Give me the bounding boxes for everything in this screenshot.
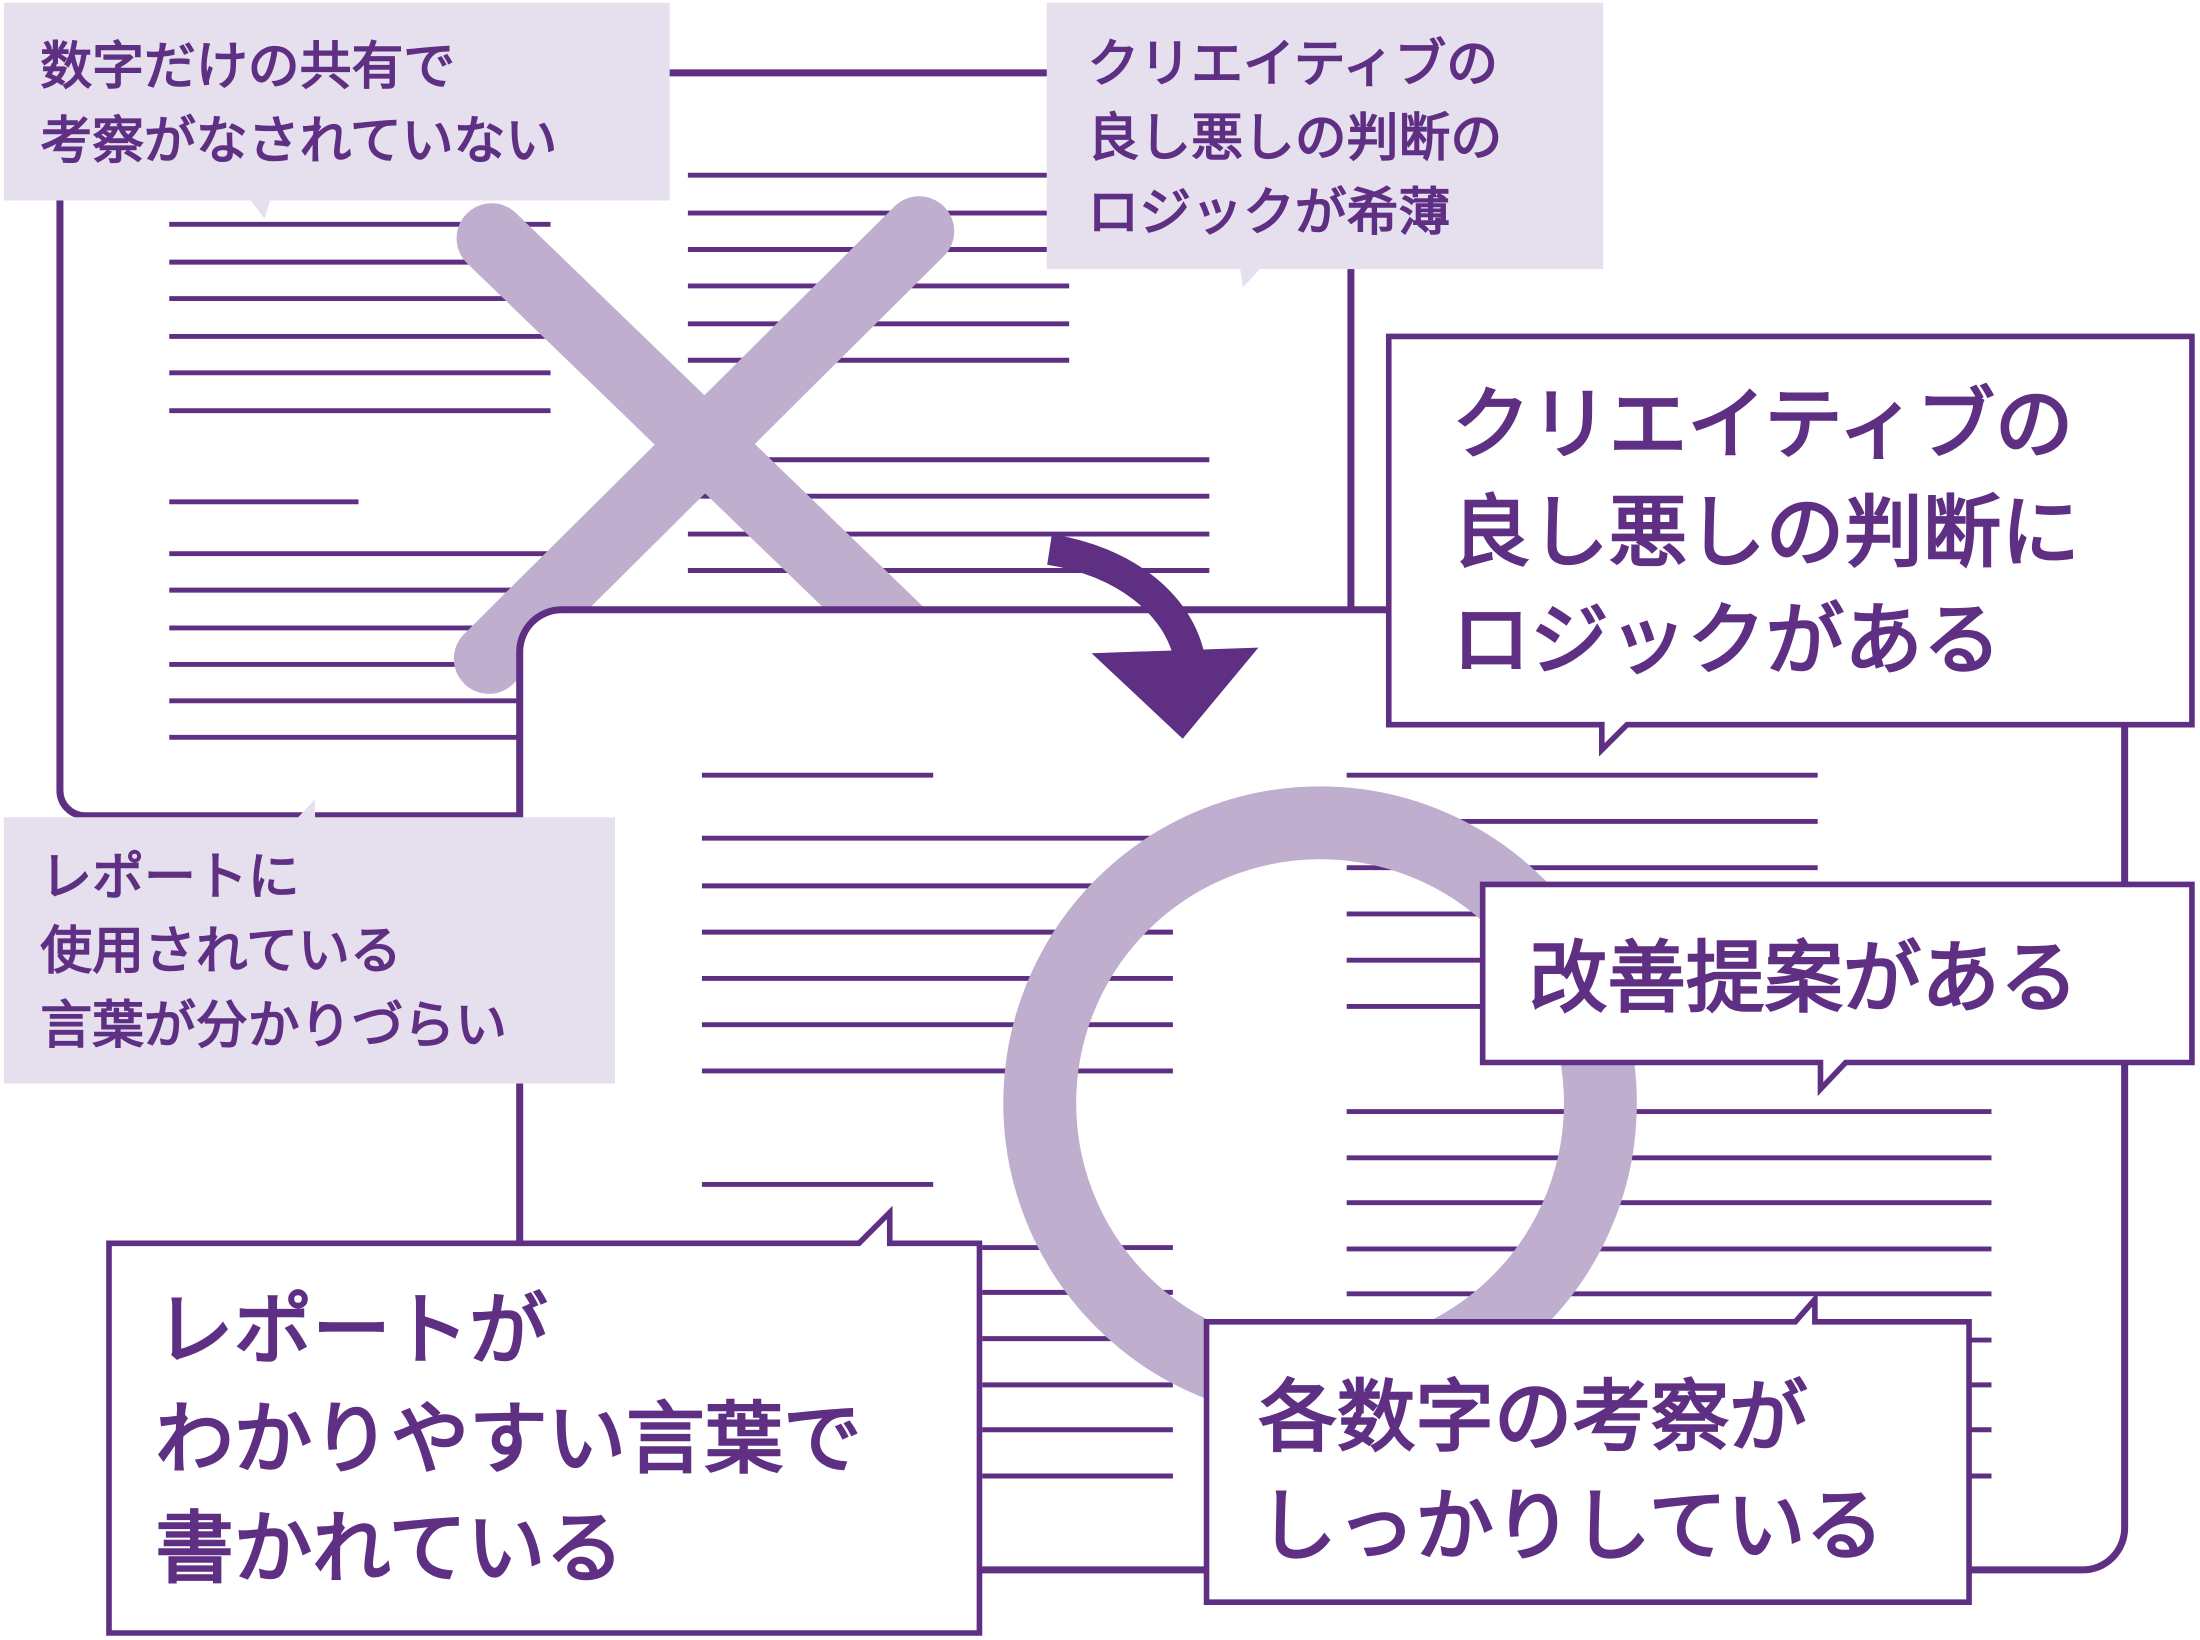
callout-line: 改善提案がある <box>1529 932 2078 1024</box>
svg-text:クリエイティブの良し悪しの判断のロジックが希薄: クリエイティブの良し悪しの判断のロジックが希薄 <box>1087 34 1502 243</box>
svg-text:レポートがわかりやすい言葉で書かれている: レポートがわかりやすい言葉で書かれている <box>155 1284 861 1595</box>
callout-line: 各数字の考察が <box>1258 1371 1808 1463</box>
svg-text:レポートに使用されている言葉が分かりづらい: レポートに使用されている言葉が分かりづらい <box>40 847 507 1056</box>
callout-line: 書かれている <box>155 1503 624 1595</box>
svg-text:各数字の考察がしっかりしている: 各数字の考察がしっかりしている <box>1258 1371 1884 1572</box>
good-callout-1: クリエイティブの良し悪しの判断にロジックがある <box>1385 333 2195 757</box>
callout-line: 数字だけの共有で <box>40 37 455 97</box>
callout-line: クリエイティブの <box>1452 378 2074 470</box>
svg-text:クリエイティブの良し悪しの判断にロジックがある: クリエイティブの良し悪しの判断にロジックがある <box>1452 378 2080 686</box>
callout-line: 考察がなされていない <box>40 111 557 171</box>
callout-line: 言葉が分かりづらい <box>40 996 507 1056</box>
callout-line: レポートが <box>155 1284 548 1376</box>
good-callout-2: 改善提案がある <box>1479 881 2195 1097</box>
callout-line: わかりやすい言葉で <box>155 1393 861 1485</box>
svg-text:数字だけの共有で考察がなされていない: 数字だけの共有で考察がなされていない <box>40 37 557 171</box>
callout-line: ロジックが希薄 <box>1087 183 1450 243</box>
bad-callout-1: 数字だけの共有で考察がなされていない <box>3 2 670 219</box>
arrow-icon <box>1046 534 1259 739</box>
cross-mark-icon <box>453 196 955 694</box>
callout-line: ロジックがある <box>1452 594 2001 686</box>
callout-line: 使用されている <box>40 922 401 982</box>
good-callout-4: 各数字の考察がしっかりしている <box>1203 1291 1972 1605</box>
good-callout-3: レポートがわかりやすい言葉で書かれている <box>106 1205 983 1636</box>
bad-callout-2: クリエイティブの良し悪しの判断のロジックが希薄 <box>1046 2 1604 288</box>
bad-callout-3: レポートに使用されている言葉が分かりづらい <box>3 798 616 1084</box>
callout-line: クリエイティブの <box>1087 34 1498 94</box>
callout-line: しっかりしている <box>1258 1480 1884 1572</box>
callout-line: レポートに <box>40 847 299 907</box>
callout-line: 良し悪しの判断に <box>1452 486 2080 578</box>
callout-line: 良し悪しの判断の <box>1087 109 1502 169</box>
